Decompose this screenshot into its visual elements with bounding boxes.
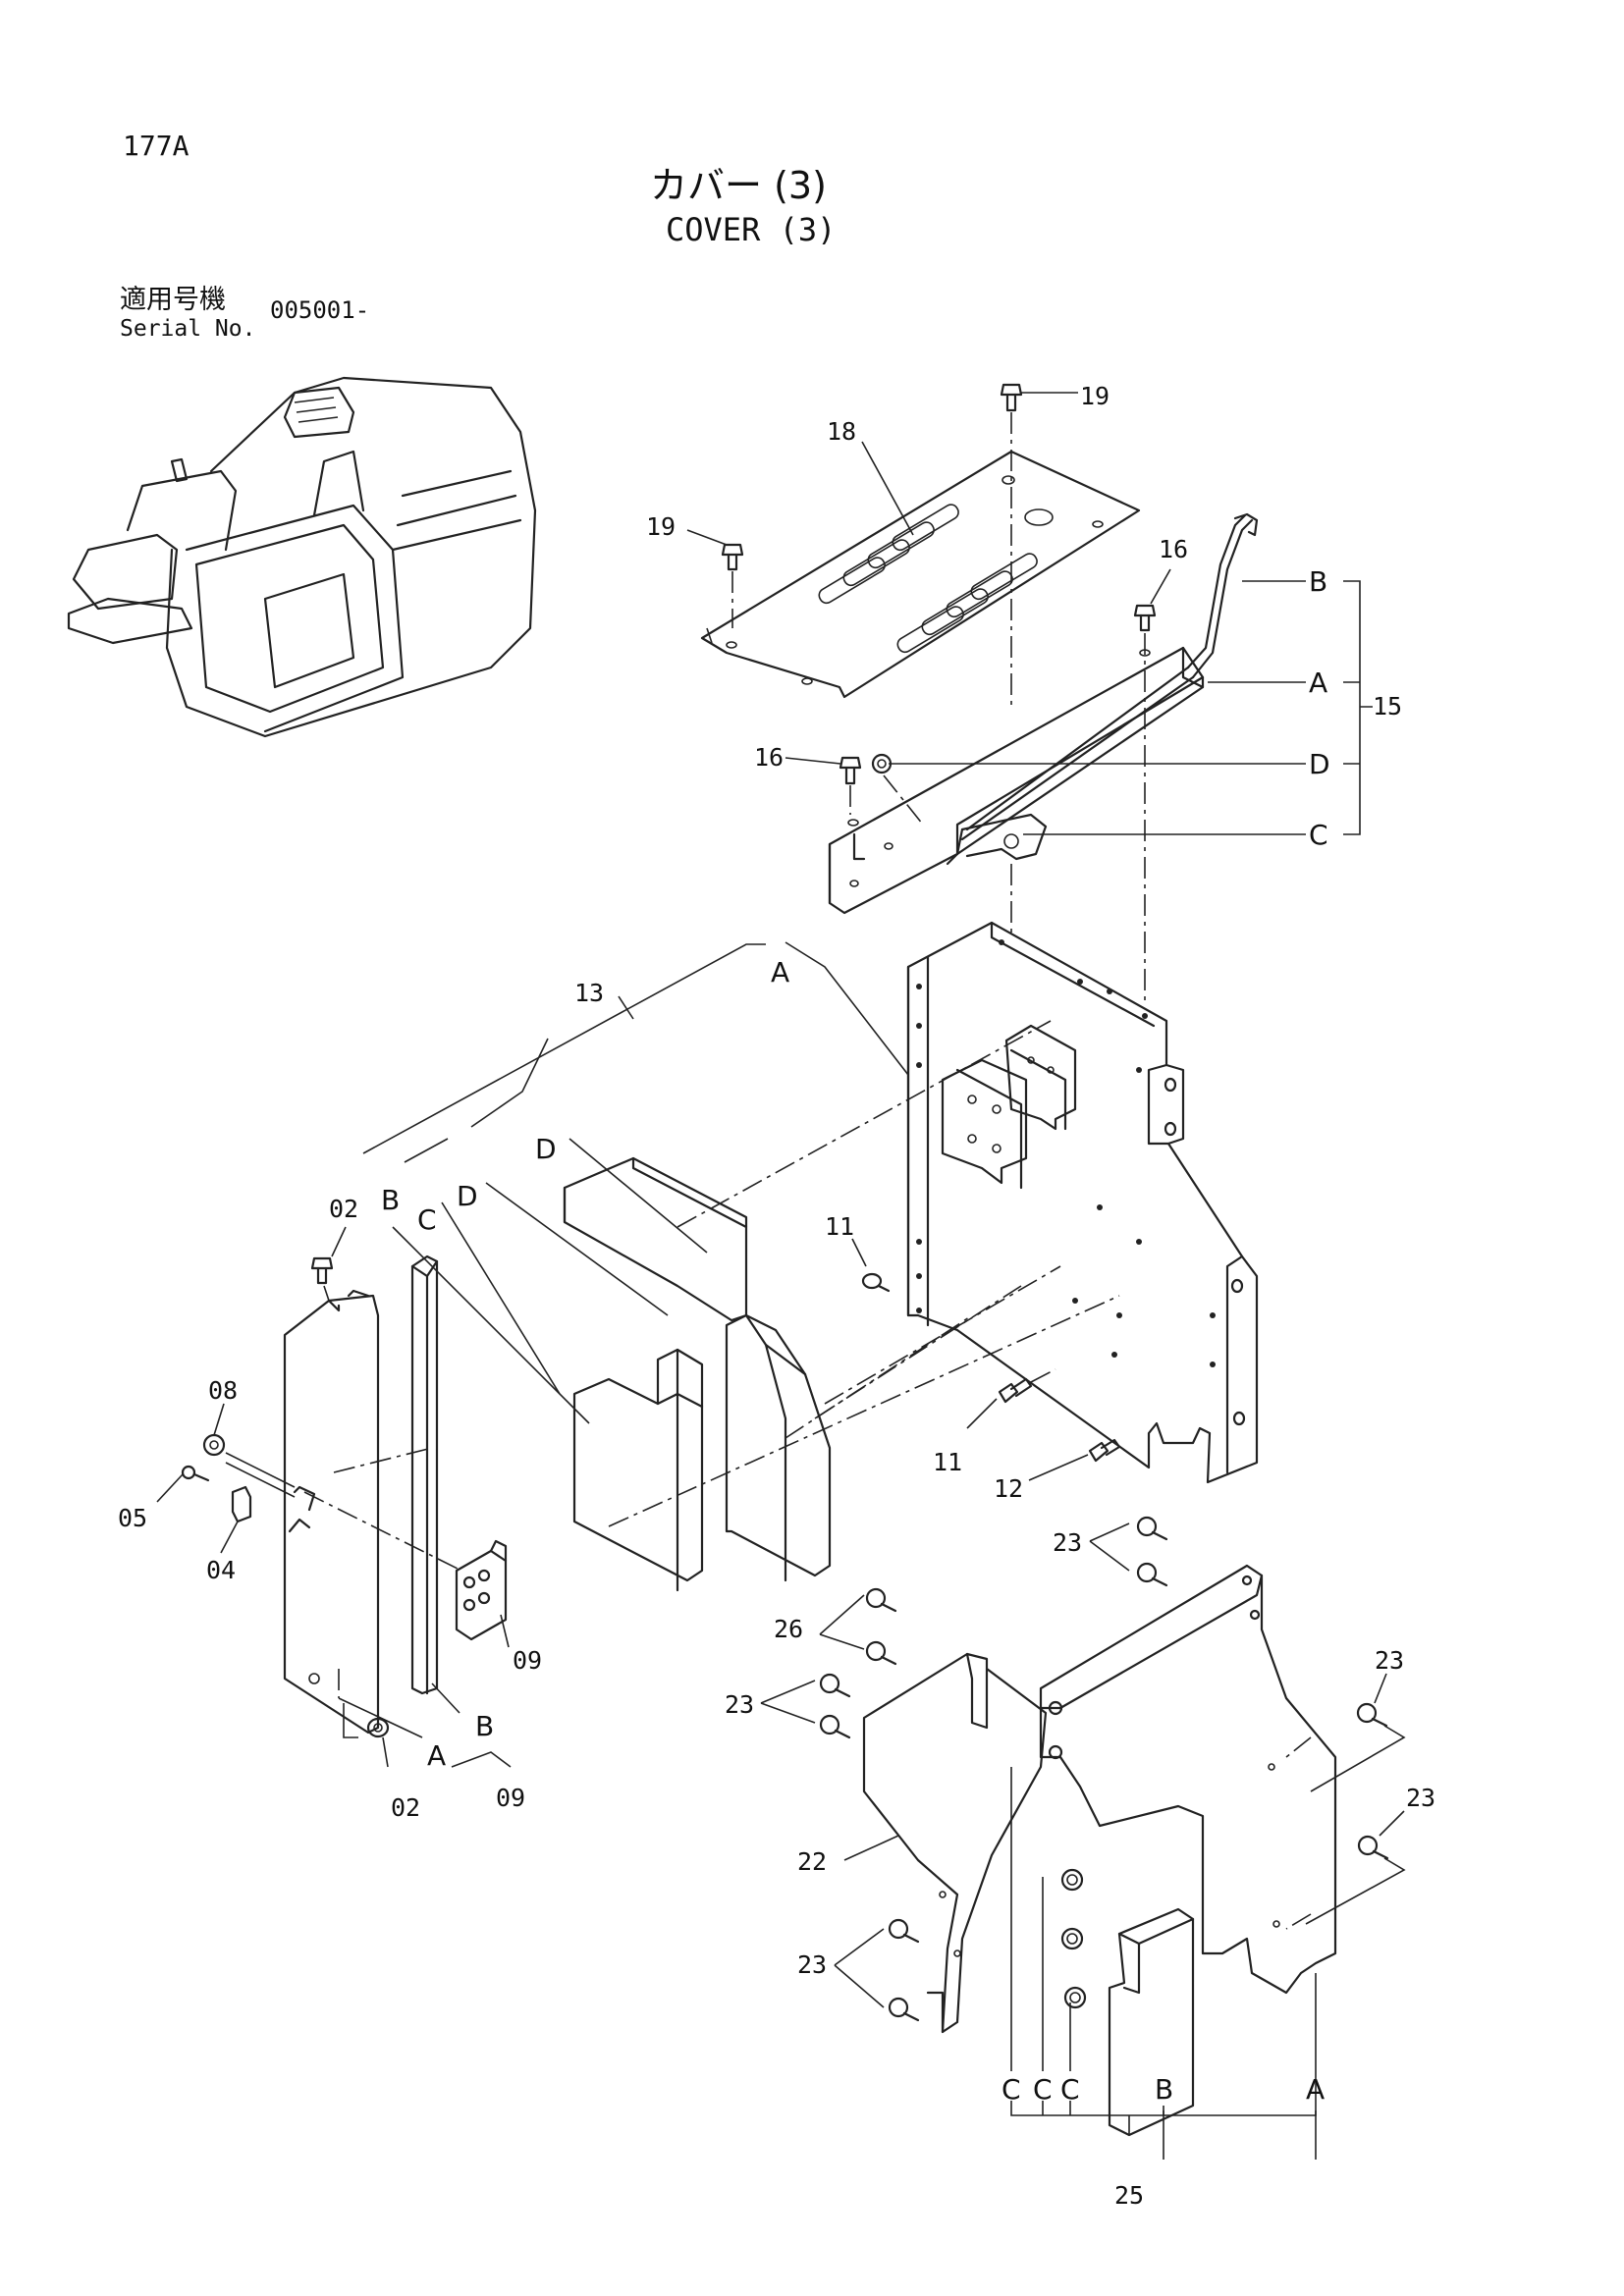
- letter-c: C: [1001, 2073, 1021, 2106]
- bolt-icon: [1356, 1702, 1388, 1728]
- lower-cover-22: [862, 1652, 1048, 2034]
- excavator-overview-thumbnail: [67, 376, 537, 738]
- title-japanese: カバー (3): [650, 164, 827, 207]
- letter-b: B: [381, 1184, 400, 1216]
- letter-a: A: [1309, 667, 1327, 699]
- letter-d: D: [535, 1133, 557, 1165]
- foam-block-c: [725, 1313, 832, 1582]
- callout-23: 23: [1375, 1646, 1404, 1675]
- callout-13: 13: [574, 979, 604, 1007]
- bolt-icon: [1000, 383, 1023, 412]
- callout-18: 18: [827, 417, 856, 446]
- letter-b: B: [1155, 2073, 1173, 2106]
- foam-block-25b: [1108, 1907, 1195, 2137]
- bolt-icon: [819, 1673, 851, 1698]
- callout-09: 09: [513, 1646, 542, 1675]
- bolt-icon: [865, 1587, 897, 1613]
- serial-label-japanese: 適用号機: [120, 285, 226, 315]
- callout-11: 11: [825, 1212, 854, 1241]
- callout-22: 22: [797, 1847, 827, 1876]
- title-english: COVER (3): [666, 211, 837, 248]
- bolt-icon: [310, 1256, 334, 1285]
- nut-icon: [366, 1717, 390, 1738]
- bolt-icon: [998, 1377, 1033, 1404]
- callout-23: 23: [725, 1690, 754, 1719]
- callout-12: 12: [994, 1474, 1023, 1503]
- main-side-panel: [906, 921, 1259, 1484]
- callout-02: 02: [329, 1195, 358, 1223]
- nut-icon: [861, 1272, 891, 1293]
- letter-a: A: [771, 956, 789, 988]
- callout-02: 02: [391, 1793, 420, 1822]
- letter-d: D: [457, 1180, 478, 1212]
- callout-16: 16: [754, 743, 784, 772]
- callout-04: 04: [206, 1556, 236, 1584]
- callout-23: 23: [1053, 1528, 1082, 1557]
- foam-block-b: [572, 1348, 704, 1592]
- letter-d: D: [1309, 748, 1330, 780]
- letter-c: C: [417, 1203, 437, 1236]
- pipe-bracket-assembly: [828, 512, 1259, 915]
- bolt-icon: [1088, 1438, 1121, 1463]
- callout-05: 05: [118, 1504, 147, 1532]
- bolt-icon: [1136, 1516, 1168, 1541]
- leader-lines: [156, 392, 1405, 2160]
- callout-09: 09: [496, 1784, 525, 1812]
- rubber-strip: [410, 1255, 439, 1695]
- foam-block-d: [563, 1156, 748, 1322]
- bolt-icon: [865, 1640, 897, 1666]
- page-number: 177A: [123, 130, 189, 162]
- letter-c: C: [1309, 819, 1328, 851]
- catch-part: [231, 1485, 252, 1523]
- letter-c: C: [1060, 2073, 1080, 2106]
- bolt-icon: [721, 543, 744, 571]
- callout-19: 19: [646, 512, 676, 541]
- latch-bracket: [455, 1539, 508, 1641]
- letter-b: B: [475, 1710, 494, 1742]
- bolt-icon: [888, 1918, 920, 1944]
- callout-19: 19: [1080, 382, 1110, 410]
- left-cover-panel: [283, 1289, 380, 1735]
- callout-16: 16: [1159, 535, 1188, 563]
- callout-26: 26: [774, 1615, 803, 1643]
- letter-a: A: [427, 1739, 446, 1772]
- vent-slots: [818, 504, 1038, 654]
- serial-number-value: 005001-: [270, 296, 370, 324]
- washer-icon: [202, 1433, 226, 1457]
- bolt-icon: [819, 1714, 851, 1739]
- part-callouts: 19 18 19 16 16 15 13 02 11 08 11 12 05 0…: [118, 382, 1435, 2210]
- letter-b: B: [1309, 565, 1327, 598]
- panel-holes: [916, 939, 1216, 1367]
- bolt-icon: [1357, 1835, 1389, 1860]
- bolt-icon: [888, 1997, 920, 2022]
- callout-25: 25: [1114, 2181, 1144, 2210]
- callout-23: 23: [797, 1950, 827, 1979]
- letter-c: C: [1033, 2073, 1053, 2106]
- callout-15: 15: [1373, 692, 1402, 721]
- top-cover-plate: [700, 450, 1141, 699]
- lower-cover-25: [1039, 1564, 1337, 2009]
- letter-a: A: [1306, 2073, 1325, 2106]
- screw-icon: [181, 1465, 210, 1482]
- bolt-icon: [1136, 1562, 1168, 1587]
- bolt-icon: [839, 756, 862, 785]
- serial-label-english: Serial No.: [120, 316, 256, 342]
- callout-08: 08: [208, 1376, 238, 1405]
- sub-letters: B A D C A D D C B A B C C C B A: [381, 565, 1330, 2106]
- callout-11: 11: [933, 1448, 962, 1476]
- bolt-icon: [1133, 604, 1157, 632]
- callout-23: 23: [1406, 1784, 1435, 1812]
